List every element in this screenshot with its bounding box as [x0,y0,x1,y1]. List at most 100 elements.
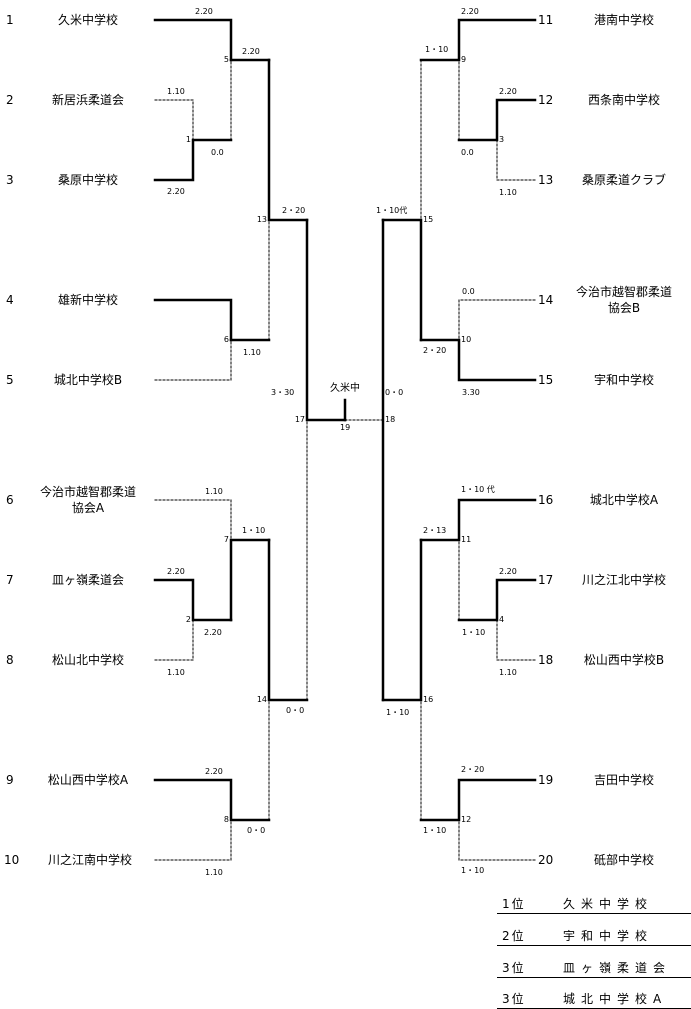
entry-name: 皿ヶ嶺柔道会 [51,573,125,587]
match-number: 11 [461,535,472,544]
entry-number: 16 [538,493,554,507]
ranking-place: 3位 [502,992,526,1006]
bracket-line [381,218,423,342]
score-label: 1.10 [205,487,223,496]
bracket-line [457,578,537,622]
match-number: 16 [423,695,434,704]
score-label: 2・20 [423,346,447,355]
entry-number: 10 [4,853,20,867]
entry-number: 6 [6,493,14,507]
champion-label: 久米中 [330,383,360,394]
entry-number: 11 [538,13,554,27]
score-label: 1.10 [499,668,517,677]
bracket-line [458,299,536,341]
score-label: 1・10 [461,866,485,875]
entry-name: 港南中学校 [593,13,655,27]
entry-number: 9 [6,773,14,787]
entry-name: 宇和中学校 [593,373,655,387]
entry-number: 4 [6,293,14,307]
ranking-row: 1位 久米中学校 [497,893,691,914]
match-number: 18 [385,415,396,424]
bracket-line [154,499,232,541]
ranking-row: 3位 皿ヶ嶺柔道会 [497,957,691,978]
entry-name: 松山北中学校 [51,653,125,667]
bracket-line [381,538,423,702]
match-number: 1 [185,135,191,144]
score-label: 1・10 [242,526,266,535]
score-label: 0.0 [211,148,224,157]
entry-name-line2: 協会B [607,301,641,315]
match-number: 14 [256,695,267,704]
ranking-team: 城北中学校A [563,992,668,1006]
entry-number: 5 [6,373,14,387]
bracket-line [153,138,233,182]
score-label: 3.30 [462,388,480,397]
entry-name: 砥部中学校 [593,853,655,867]
match-number: 6 [223,335,229,344]
bracket-line [496,139,536,181]
entry-name-line2: 協会A [71,501,105,515]
ranking-place: 3位 [502,961,526,975]
entry-name: 川之江南中学校 [47,853,133,867]
match-number: 9 [461,55,467,64]
match-number-final: 19 [340,423,351,432]
match-number: 12 [461,815,472,824]
entry-name: 松山西中学校A [47,773,129,787]
score-label: 2.20 [205,767,223,776]
ranking-team: 久米中学校 [563,897,654,911]
entry-number: 1 [6,13,14,27]
bracket-line [229,538,271,622]
score-label: 1.10 [243,348,261,357]
entry-number: 3 [6,173,14,187]
entry-name: 新居浜柔道会 [51,93,125,107]
score-label: 0・0 [286,706,305,715]
bracket-line [496,619,536,661]
match-number: 4 [499,615,505,624]
entry-name: 川之江北中学校 [581,573,667,587]
bracket-line [419,778,537,822]
entry-number: 12 [538,93,554,107]
entry-name: 城北中学校B [53,373,123,387]
match-number: 10 [461,335,472,344]
ranking-place: 1位 [502,897,526,911]
entry-number: 19 [538,773,554,787]
entry-number: 15 [538,373,554,387]
bracket-line [419,338,537,382]
ranking-row: 3位 城北中学校A [497,988,691,1009]
entry-number: 13 [538,173,554,187]
score-label: 2・20 [461,765,485,774]
entry-number: 18 [538,653,554,667]
bracket-line [458,819,536,861]
score-label: 2.20 [167,187,185,196]
match-number: 17 [294,415,305,424]
entry-number: 14 [538,293,554,307]
entry-number: 8 [6,653,14,667]
ranking-team: 皿ヶ嶺柔道会 [563,961,672,975]
score-label: 2.20 [167,567,185,576]
score-label: 1・10 [423,826,447,835]
bracket-line [153,298,233,342]
score-label: 1・10 [462,628,486,637]
bracket-line [154,339,232,381]
score-label: 0.0 [461,148,474,157]
entry-number: 20 [538,853,554,867]
bracket-line [457,98,537,142]
score-label: 2.20 [204,628,222,637]
score-label: 0・0 [385,388,404,397]
bracket-line [419,498,537,542]
entry-name: 今治市越智郡柔道 [575,285,673,299]
score-label: 1.10 [167,668,185,677]
entry-name: 雄新中学校 [57,293,119,307]
entry-name: 桑原柔道クラブ [581,173,667,187]
match-number: 3 [499,135,505,144]
score-label: 1.10 [499,188,517,197]
match-number: 13 [256,215,267,224]
score-label: 1.10 [205,868,223,877]
entry-name: 桑原中学校 [57,173,119,187]
bracket-line [305,218,347,422]
score-label: 0・0 [247,826,266,835]
score-label: 2.20 [499,567,517,576]
bracket-line [154,99,194,141]
bracket-line [153,778,271,822]
entry-name: 久米中学校 [57,13,119,27]
